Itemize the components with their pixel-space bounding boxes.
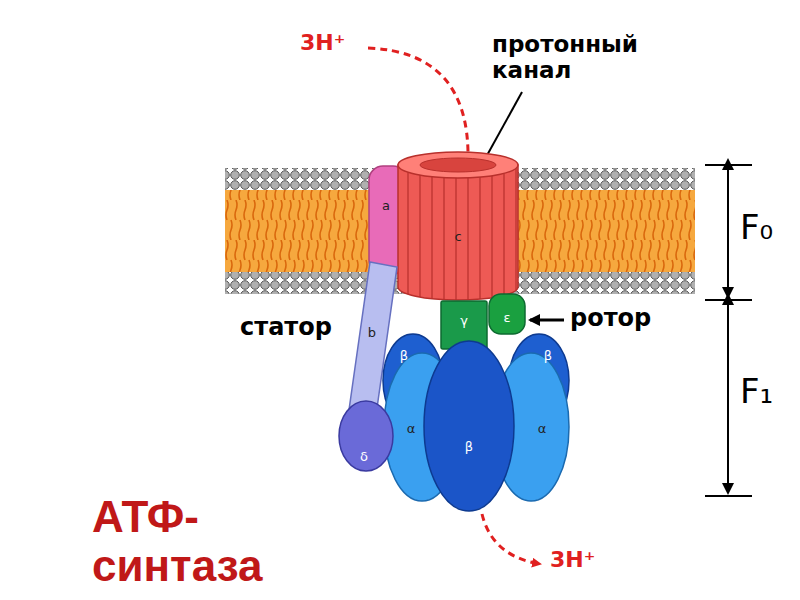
subunit-body [489, 294, 525, 334]
subunit-body [424, 341, 514, 511]
ring-stripe [503, 173, 504, 295]
ring-stripe [431, 177, 432, 299]
ring-stripe [443, 178, 444, 300]
diagram-title: АТФ-синтаза [92, 492, 302, 591]
sector-label: F₀ [740, 208, 773, 247]
subunit-letter: β [544, 349, 552, 362]
ion-label: 3H⁺ [550, 547, 595, 572]
ring-stripe [479, 177, 480, 299]
subunit-letter: γ [460, 314, 468, 327]
subunit-shape: β [423, 340, 515, 512]
subunit-shape: c [398, 152, 518, 302]
subunit-shape: ε [488, 293, 526, 335]
ring-top [398, 152, 518, 178]
sector-label: F₁ [740, 372, 773, 411]
part-label: протонный канал [492, 32, 672, 84]
subunit-body [339, 401, 393, 471]
part-label: статор [240, 314, 332, 342]
subunit-letter: δ [360, 450, 368, 463]
subunit-letter: β [400, 349, 408, 362]
subunit-outline [423, 340, 515, 512]
subunit-letter: a [382, 199, 390, 212]
ring-stripe [515, 168, 516, 290]
subunit-letter: c [454, 230, 461, 243]
ring-channel [420, 158, 496, 172]
subunit-letter: α [538, 422, 547, 435]
subunit-letter: β [465, 440, 473, 453]
ion-label: 3H⁺ [300, 30, 345, 55]
subunit-outline [398, 152, 518, 302]
ring-stripe [491, 176, 492, 298]
ring-stripe [407, 172, 408, 294]
subunit-letter: α [407, 422, 416, 435]
subunit-letter: b [368, 326, 376, 339]
ring-stripe [467, 178, 468, 300]
part-label: ротор [570, 305, 651, 333]
ring-stripe [419, 175, 420, 297]
subunit-shape: δ [338, 400, 394, 472]
subunit-letter: ε [503, 311, 510, 324]
ring-body [398, 165, 518, 300]
